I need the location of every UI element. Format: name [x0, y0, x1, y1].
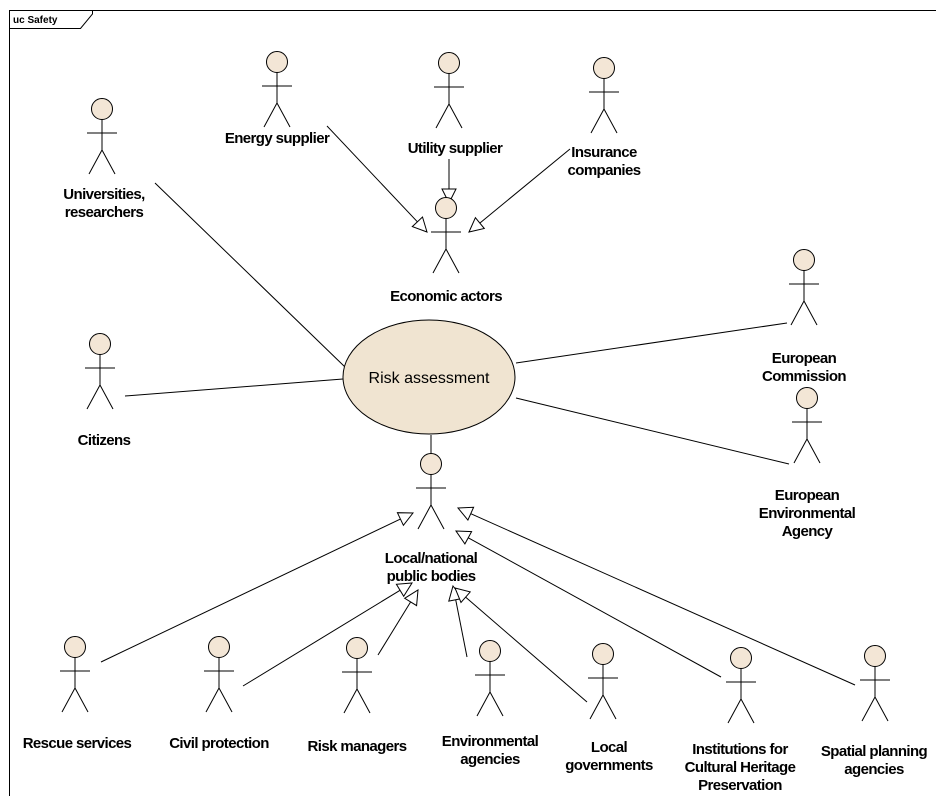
- generalization-spatial: [470, 513, 856, 686]
- actor-figure-icon: [204, 636, 234, 713]
- actor-citizens[interactable]: Citizens: [78, 333, 131, 450]
- generalization-insurance: [479, 148, 571, 224]
- actor-label: Risk managers: [308, 738, 407, 755]
- generalization-spatial-arrowhead: [456, 506, 475, 522]
- diagram-frame: [9, 10, 936, 796]
- use-case-ellipse[interactable]: [342, 319, 516, 435]
- generalization-utility-arrowhead: [441, 188, 457, 205]
- generalization-riskmgr: [377, 601, 412, 656]
- actor-label: Citizens: [78, 432, 131, 449]
- generalization-insurance-arrowhead: [468, 216, 486, 233]
- actor-figure-icon: [789, 249, 819, 326]
- generalization-energy: [326, 125, 418, 223]
- actor-rescue[interactable]: Rescue services: [23, 636, 132, 753]
- actor-figure-icon: [726, 647, 756, 724]
- actor-label: Economic actors: [390, 288, 502, 305]
- actor-figure-icon: [860, 645, 890, 722]
- actor-utility[interactable]: Utility supplier: [408, 52, 504, 158]
- actor-figure-icon: [262, 51, 292, 128]
- generalization-civil-arrowhead: [395, 582, 413, 598]
- actor-label: Civil protection: [169, 735, 269, 752]
- actor-economic[interactable]: Economic actors: [390, 197, 503, 306]
- association-universities: [154, 182, 346, 368]
- actor-figure-icon: [434, 52, 464, 129]
- actor-figure-icon: [85, 333, 115, 410]
- use-case-label: Risk assessment: [369, 370, 490, 387]
- actor-figure-icon: [431, 197, 461, 274]
- actor-label: Energy supplier: [225, 130, 330, 147]
- generalization-rescue: [100, 518, 401, 663]
- actor-label: Rescue services: [23, 735, 132, 752]
- generalization-civil: [242, 589, 401, 687]
- actor-figure-icon: [60, 636, 90, 713]
- actor-figure-icon: [87, 98, 117, 175]
- generalization-rescue-arrowhead: [396, 512, 415, 527]
- generalization-heritage-arrowhead: [455, 530, 473, 545]
- frame-tag: uc Safety: [13, 15, 58, 26]
- actor-civil[interactable]: Civil protection: [169, 636, 270, 753]
- generalization-heritage: [468, 537, 722, 678]
- use-case-risk-assessment[interactable]: Risk assessment: [342, 319, 516, 435]
- actor-riskmgr[interactable]: Risk managers: [308, 637, 407, 756]
- actor-figure-icon: [589, 57, 619, 134]
- actor-universities[interactable]: Universities,researchers: [63, 98, 146, 222]
- actor-label: Utility supplier: [408, 140, 503, 157]
- actor-figure-icon: [588, 643, 618, 720]
- generalization-energy-arrowhead: [411, 216, 428, 233]
- actor-figure-icon: [342, 637, 372, 714]
- actor-figure-icon: [475, 640, 505, 717]
- actor-energy[interactable]: Energy supplier: [225, 51, 331, 148]
- actor-figure-icon: [416, 453, 446, 530]
- generalization-riskmgr-arrowhead: [403, 589, 419, 607]
- association-commission: [515, 322, 788, 364]
- actor-label: Universities,researchers: [63, 186, 145, 221]
- generalization-localgov-arrowhead: [454, 587, 472, 604]
- generalization-localgov: [465, 596, 588, 703]
- generalization-envagency: [455, 599, 468, 658]
- actor-figure-icon: [792, 387, 822, 464]
- relations: [100, 125, 856, 703]
- frame-tag-border: [9, 10, 93, 29]
- association-eea: [515, 397, 790, 465]
- association-citizens: [124, 378, 344, 397]
